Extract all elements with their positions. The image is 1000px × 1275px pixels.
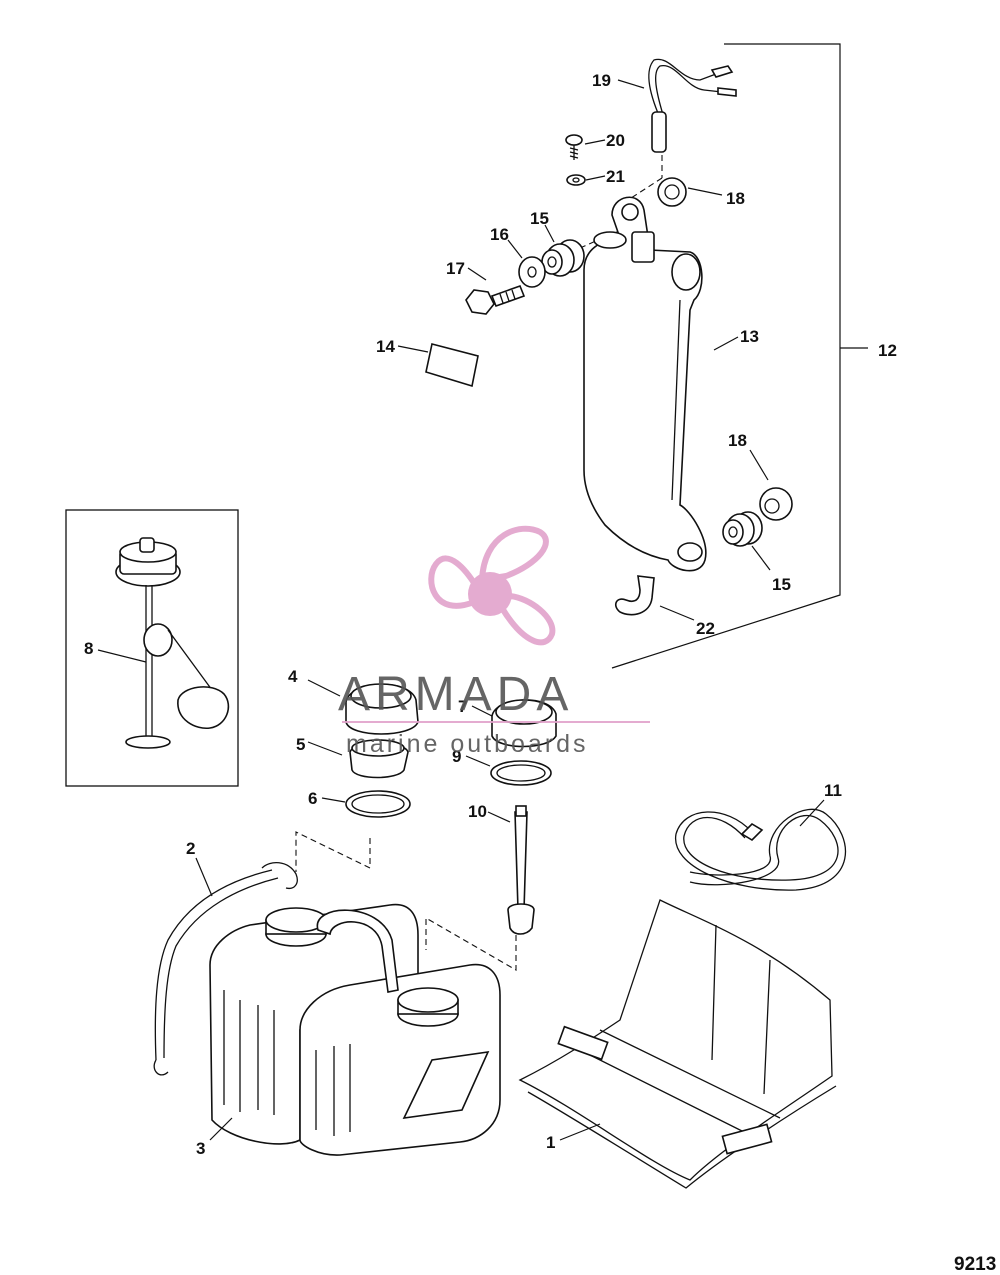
screw-part-20 <box>565 134 583 160</box>
callout-15-upper: 15 <box>530 209 549 228</box>
grommet-part-18-upper <box>657 177 687 207</box>
callout-9: 9 <box>452 747 461 766</box>
callout-22: 22 <box>696 619 715 638</box>
cap-gauge-part-7 <box>491 699 557 748</box>
washer-part-21 <box>566 174 586 186</box>
callout-18-upper: 18 <box>726 189 745 208</box>
gasket-part-9 <box>490 760 552 786</box>
propeller-icon <box>428 525 556 646</box>
watermark: ARMADA marine outboards <box>338 525 650 758</box>
callout-8: 8 <box>84 639 93 658</box>
washer-part-16 <box>518 256 546 288</box>
fuel-sender-inset <box>65 509 239 787</box>
bushing-part-15-lower <box>722 511 763 547</box>
pickup-part-10 <box>507 805 535 935</box>
gasket-part-6 <box>345 790 411 818</box>
wiring-harness-part-19 <box>648 58 737 153</box>
callout-12: 12 <box>878 341 897 360</box>
callout-11: 11 <box>824 781 842 800</box>
decal-part-14 <box>425 343 479 388</box>
tray-part-1 <box>518 899 837 1189</box>
figure-number: 9213 <box>954 1254 996 1275</box>
adapter-part-5 <box>349 739 409 779</box>
callout-17: 17 <box>446 259 465 278</box>
bolt-part-17 <box>465 284 526 315</box>
callout-21: 21 <box>606 167 625 186</box>
callout-7: 7 <box>458 697 467 716</box>
callout-2: 2 <box>186 839 195 858</box>
callout-10: 10 <box>468 802 487 821</box>
hose-part-11 <box>675 808 846 891</box>
oil-reservoir-part-13 <box>583 196 707 572</box>
callout-15-lower: 15 <box>772 575 791 594</box>
strap-part-2 <box>153 862 298 1076</box>
callout-19: 19 <box>592 71 611 90</box>
callout-3: 3 <box>196 1139 205 1158</box>
grommet-part-18-lower <box>759 487 793 521</box>
clip-part-22 <box>614 575 655 616</box>
fuel-tank-part-3 <box>209 903 501 1156</box>
assembly-12-bracket <box>611 43 868 669</box>
callout-13: 13 <box>740 327 759 346</box>
callout-4: 4 <box>288 667 298 686</box>
callout-6: 6 <box>308 789 317 808</box>
callout-18-lower: 18 <box>728 431 747 450</box>
bushing-part-15-upper <box>541 239 585 277</box>
callout-labels: 19 20 21 18 15 16 17 14 13 12 18 15 22 8… <box>84 71 996 1275</box>
callout-1: 1 <box>546 1133 555 1152</box>
callout-5: 5 <box>296 735 305 754</box>
callout-16: 16 <box>490 225 509 244</box>
callout-20: 20 <box>606 131 625 150</box>
leader-lines <box>97 79 825 1141</box>
watermark-tagline: marine outboards <box>346 730 589 758</box>
callout-14: 14 <box>376 337 395 356</box>
watermark-brand: ARMADA <box>338 668 573 721</box>
